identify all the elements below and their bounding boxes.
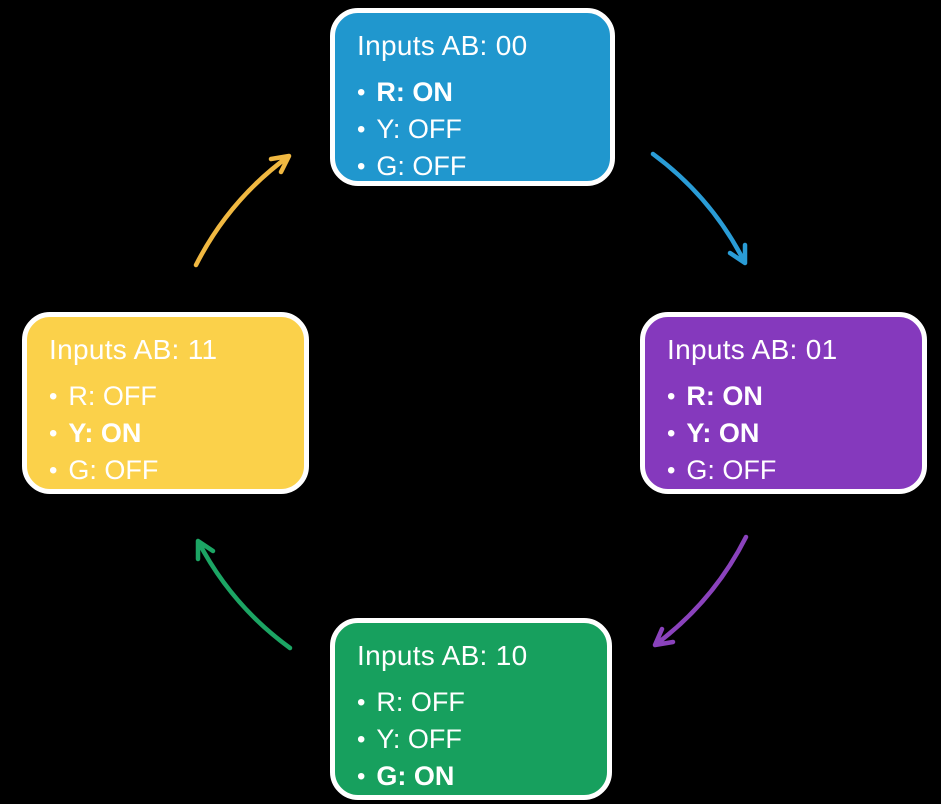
light-label: Y: ON: [686, 418, 760, 448]
light-item-r: • R: ON: [667, 378, 902, 415]
light-list: • R: ON • Y: ON • G: OFF: [667, 378, 902, 489]
light-item-g: • G: OFF: [667, 452, 902, 489]
bullet-icon: •: [357, 689, 366, 716]
bullet-icon: •: [357, 726, 366, 753]
light-list: • R: ON • Y: OFF • G: OFF: [357, 74, 590, 185]
light-item-r: • R: OFF: [49, 378, 284, 415]
light-label: Y: OFF: [376, 724, 462, 754]
arrow-right-to-bottom-icon: [652, 534, 749, 648]
light-list: • R: OFF • Y: ON • G: OFF: [49, 378, 284, 489]
light-item-g: • G: OFF: [357, 148, 590, 185]
light-label: Y: ON: [68, 418, 142, 448]
state-title: Inputs AB: 00: [357, 30, 528, 61]
arrow-top-to-right-icon: [650, 151, 748, 266]
light-label: R: ON: [376, 77, 453, 107]
bullet-icon: •: [49, 383, 58, 410]
bullet-icon: •: [667, 383, 676, 410]
bullet-icon: •: [49, 457, 58, 484]
light-item-y: • Y: ON: [667, 415, 902, 452]
state-box-inputs-11: Inputs AB: 11 • R: OFF • Y: ON • G: OFF: [22, 312, 309, 494]
light-item-y: • Y: OFF: [357, 721, 587, 758]
light-label: Y: OFF: [376, 114, 462, 144]
light-label: R: ON: [686, 381, 763, 411]
bullet-icon: •: [667, 457, 676, 484]
state-title: Inputs AB: 01: [667, 334, 838, 365]
state-box-inputs-01: Inputs AB: 01 • R: ON • Y: ON • G: OFF: [640, 312, 927, 494]
light-item-y: • Y: OFF: [357, 111, 590, 148]
state-box-inputs-10: Inputs AB: 10 • R: OFF • Y: OFF • G: ON: [330, 618, 612, 800]
bullet-icon: •: [667, 420, 676, 447]
bullet-icon: •: [357, 153, 366, 180]
state-box-inputs-00: Inputs AB: 00 • R: ON • Y: OFF • G: OFF: [330, 8, 615, 186]
light-label: R: OFF: [376, 687, 465, 717]
arrow-bottom-to-left-icon: [195, 538, 293, 651]
bullet-icon: •: [357, 763, 366, 790]
light-list: • R: OFF • Y: OFF • G: ON: [357, 684, 587, 795]
light-label: G: OFF: [376, 151, 467, 181]
light-label: G: ON: [376, 761, 455, 791]
bullet-icon: •: [357, 79, 366, 106]
bullet-icon: •: [357, 116, 366, 143]
light-label: G: OFF: [686, 455, 777, 485]
bullet-icon: •: [49, 420, 58, 447]
light-label: R: OFF: [68, 381, 157, 411]
state-title: Inputs AB: 10: [357, 640, 528, 671]
light-item-r: • R: ON: [357, 74, 590, 111]
light-item-g: • G: ON: [357, 758, 587, 795]
light-item-r: • R: OFF: [357, 684, 587, 721]
light-item-g: • G: OFF: [49, 452, 284, 489]
light-label: G: OFF: [68, 455, 159, 485]
state-title: Inputs AB: 11: [49, 334, 218, 365]
light-item-y: • Y: ON: [49, 415, 284, 452]
arrow-left-to-top-icon: [193, 153, 292, 268]
